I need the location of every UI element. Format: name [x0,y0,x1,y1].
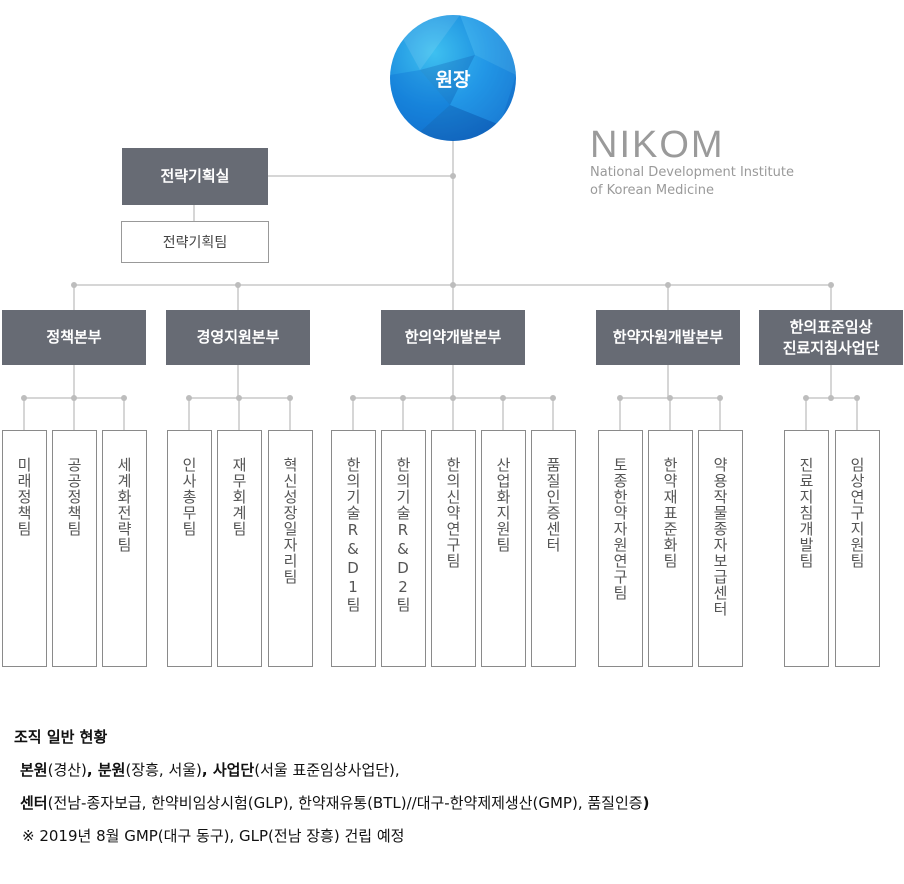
team-box[interactable]: 한약재표준화팀 [648,430,693,667]
team-box[interactable]: 진료지침개발팀 [784,430,829,667]
nikom-logo: NIKOM National Development Institute of … [590,126,794,200]
team-box[interactable]: 임상연구지원팀 [835,430,880,667]
notes-line1: 본원(경산), 분원(장흥, 서울), 사업단(서울 표준임상사업단), [20,761,400,779]
team-box[interactable]: 공공정책팀 [52,430,97,667]
strategy-team[interactable]: 전략기획팀 [121,221,269,263]
director-label: 원장 [435,68,471,91]
team-box[interactable]: 약용작물종자보급센터 [698,430,743,667]
team-box[interactable]: 인사총무팀 [167,430,212,667]
team-box[interactable]: 품질인증센터 [531,430,576,667]
notes-line3: ※ 2019년 8월 GMP(대구 동구), GLP(전남 장흥) 건립 예정 [22,827,405,845]
team-box[interactable]: 한의기술R&D2팀 [381,430,426,667]
team-box[interactable]: 한의기술R&D1팀 [331,430,376,667]
division-km-development[interactable]: 한의약개발본부 [381,310,525,365]
facet-pattern [390,15,516,141]
logo-mark: NIKOM [590,124,725,166]
team-box[interactable]: 재무회계팀 [217,430,262,667]
notes-heading: 조직 일반 현황 [14,728,108,746]
logo-line1: National Development Institute [590,165,794,180]
organization-notes: 조직 일반 현황 본원(경산), 분원(장흥, 서울), 사업단(서울 표준임상… [14,724,649,856]
team-box[interactable]: 미래정책팀 [2,430,47,667]
division-policy[interactable]: 정책본부 [2,310,146,365]
team-box[interactable]: 토종한약자원연구팀 [598,430,643,667]
director-node[interactable]: 원장 [390,15,516,141]
team-box[interactable]: 산업화지원팀 [481,430,526,667]
team-box[interactable]: 세계화전략팀 [102,430,147,667]
division-herbal-resources[interactable]: 한약자원개발본부 [596,310,740,365]
logo-line2: of Korean Medicine [590,183,714,198]
strategy-office[interactable]: 전략기획실 [122,148,268,205]
division-management[interactable]: 경영지원본부 [166,310,310,365]
team-box[interactable]: 혁신성장일자리팀 [268,430,313,667]
division-clinical-guideline[interactable]: 한의표준임상 진료지침사업단 [759,310,903,365]
team-box[interactable]: 한의신약연구팀 [431,430,476,667]
notes-line2: 센터(전남-종자보급, 한약비임상시험(GLP), 한약재유통(BTL)//대구… [20,794,650,812]
